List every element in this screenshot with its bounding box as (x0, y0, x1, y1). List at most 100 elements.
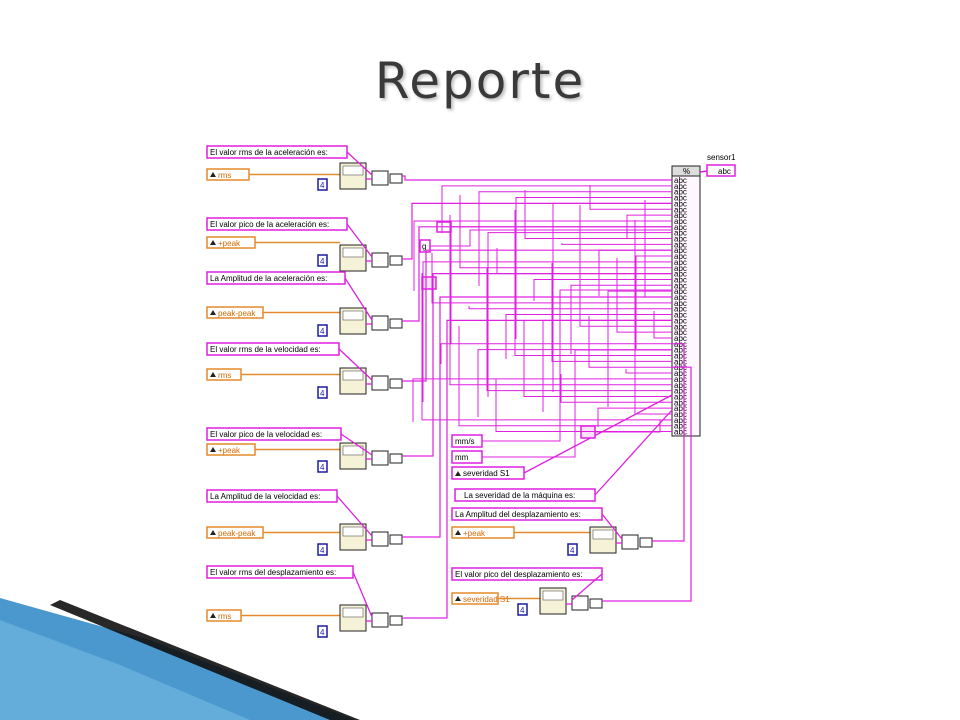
label-wire (346, 151, 373, 176)
concat-input-terminal: abc (674, 387, 687, 396)
concat-input-terminal: abc (674, 410, 687, 419)
concat-input-terminal: abc (674, 240, 687, 249)
format-function-glyph (342, 607, 364, 618)
concat-input-wire (478, 191, 672, 286)
signal-block: El valor pico de la aceleración es:+peak… (206, 217, 403, 272)
concat-function (371, 450, 389, 466)
concat-input-wire (635, 255, 672, 349)
concat-input-wire (486, 268, 672, 392)
signal-block: El valor rms de la aceleración es: rms 4 (206, 145, 403, 191)
sensor1-terminal (706, 164, 736, 177)
property-node-icon (210, 447, 216, 452)
numeric-constant (317, 543, 328, 556)
numeric-constant (317, 178, 328, 191)
concat-input-terminal: abc (674, 369, 687, 378)
concat-function (371, 170, 389, 186)
numeric-constant (317, 254, 328, 267)
concat-input-terminal: abc (674, 182, 687, 191)
concat-input-wire (431, 253, 672, 304)
format-function-glyph (342, 247, 364, 258)
concat-input-terminal: abc (674, 281, 687, 290)
label-wire (571, 573, 603, 601)
signal-block: La Amplitud de la velocidad es:peak-peak… (206, 489, 403, 556)
concat-input-wire (515, 197, 672, 339)
signal-wire (402, 175, 672, 181)
concat-input-terminal: abc (674, 211, 687, 220)
special-char-constant (421, 276, 437, 290)
concat-input-wire (597, 407, 672, 427)
concat-input-terminal: abc (674, 404, 687, 413)
property-node-icon (455, 596, 461, 601)
sensor1-type-glyph: abc (718, 167, 731, 176)
concatenate-function-label: % (683, 167, 690, 176)
concat-input-terminal: abc (674, 346, 687, 355)
string-constant-text: La severidad de la máquina es: (464, 491, 575, 500)
signal-block: El valor pico del desplazamiento es:seve… (451, 567, 603, 616)
concat-input-terminal: abc (674, 258, 687, 267)
property-node-icon (210, 530, 216, 535)
format-function-glyph (342, 526, 364, 537)
concat-input-wire (468, 306, 672, 310)
concat-input-wire (413, 220, 672, 291)
numeric-constant (317, 386, 328, 399)
concat-function (371, 531, 389, 547)
numeric-constant-text: 4 (320, 546, 325, 555)
concat-input-wire (524, 190, 672, 239)
property-node-text: rms (218, 612, 231, 621)
concat-input-wire (422, 261, 672, 402)
concat-input-terminal: abc (674, 293, 687, 302)
concat-input-terminal: abc (674, 270, 687, 279)
concat-input-wire (450, 226, 672, 344)
concat-input-terminal: abc (674, 287, 687, 296)
numeric-constant (317, 460, 328, 473)
concat-input-wire (607, 290, 672, 407)
string-constant-text: La Amplitud de la aceleración es: (210, 274, 327, 283)
concat-function (621, 534, 639, 550)
string-constant-text: El valor rms de la aceleración es: (210, 148, 328, 157)
label-wire (346, 223, 373, 258)
severity-label-wire (594, 409, 673, 496)
concat-input-terminal: abc (674, 357, 687, 366)
string-constant-text: La Amplitud de la velocidad es: (210, 492, 320, 501)
unit-constants: g mm/s mm (419, 239, 483, 464)
property-node-text: rms (218, 171, 231, 180)
numeric-constant-text: 4 (320, 257, 325, 266)
concat-input-terminal: abc (674, 416, 687, 425)
unit-mms-text: mm/s (455, 437, 475, 446)
concat-input-terminal: abc (674, 352, 687, 361)
numeric-constant-text: 4 (520, 606, 525, 615)
signal-wire (402, 249, 672, 382)
numeric-constant-text: 4 (320, 181, 325, 190)
unit-wire (430, 229, 672, 247)
unit-g-text: g (422, 242, 426, 251)
numeric-constant-text: 4 (570, 546, 575, 555)
string-constant-text: El valor pico del desplazamiento es: (455, 570, 583, 579)
string-output (389, 534, 403, 545)
unit-wire (482, 289, 672, 442)
concat-input-wire (598, 249, 672, 296)
property-node-icon (210, 372, 216, 377)
string-output (389, 318, 403, 329)
concat-input-wire (561, 243, 672, 245)
concat-input-wire (533, 278, 672, 301)
concat-input-terminal: abc (674, 205, 687, 214)
concat-input-terminal: abc (674, 392, 687, 401)
signal-block: La Amplitud de la aceleración es:peak-pe… (206, 271, 403, 337)
concatenate-node: %abcabcabcabcabcabcabcabcabcabcabcabcabc… (671, 165, 701, 437)
concat-input-terminal: abc (674, 322, 687, 331)
concat-input-wire (495, 379, 672, 433)
string-constant-text: El valor pico de la aceleración es: (210, 220, 329, 229)
concat-function (371, 315, 389, 331)
concat-input-terminal: abc (674, 311, 687, 320)
string-output (389, 173, 403, 184)
concat-input-wire (542, 319, 672, 412)
numeric-constant (517, 603, 528, 616)
string-output (389, 615, 403, 626)
concat-input-wire (579, 205, 672, 327)
string-constant-text: La Amplitud del desplazamiento es: (455, 510, 581, 519)
concat-input-terminal: abc (674, 275, 687, 284)
unit-mm-text: mm (455, 453, 469, 462)
